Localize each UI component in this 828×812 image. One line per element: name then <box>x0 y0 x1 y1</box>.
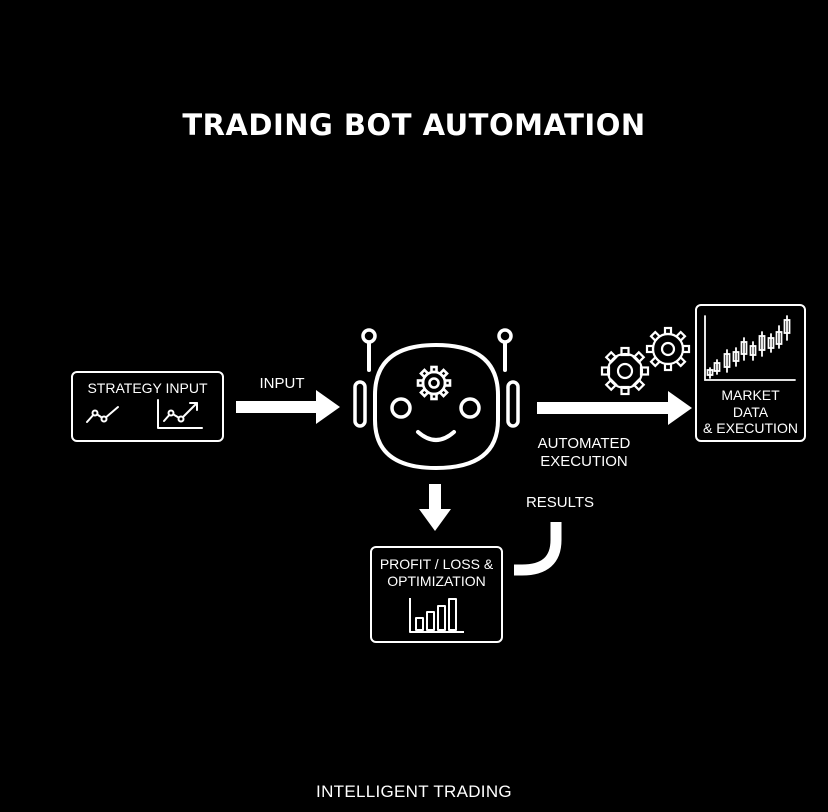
footer-caption: INTELLIGENT TRADING <box>316 782 512 801</box>
down-arrow <box>419 484 451 531</box>
robot-icon <box>353 328 520 471</box>
profit-loss-label-line1: PROFIT / LOSS & <box>379 556 494 572</box>
profit-loss-label-line2: OPTIMIZATION <box>387 573 486 589</box>
diagram-title: TRADING BOT AUTOMATION <box>182 108 646 142</box>
automated-execution-arrow <box>537 391 692 425</box>
results-connector <box>514 522 562 576</box>
candlestick-chart-icon <box>703 314 796 381</box>
input-arrow <box>236 390 340 424</box>
input-label: INPUT <box>259 375 305 392</box>
market-data-label-line3: & EXECUTION <box>703 420 798 436</box>
strategy-input-box: STRATEGY INPUT <box>71 371 224 442</box>
results-label: RESULTS <box>525 494 595 511</box>
market-data-box: MARKET DATA & EXECUTION <box>695 304 806 442</box>
automated-execution-label-line2: EXECUTION <box>540 453 628 470</box>
automated-execution-label-line1: AUTOMATED <box>537 435 631 452</box>
market-data-label-line1: MARKET <box>721 387 780 403</box>
strategy-input-label: STRATEGY INPUT <box>87 380 208 396</box>
gear-icon <box>600 326 691 396</box>
line-chart-icon <box>85 398 203 429</box>
bar-chart-icon <box>408 597 464 633</box>
market-data-label-line2: DATA <box>732 404 769 420</box>
profit-loss-box: PROFIT / LOSS & OPTIMIZATION <box>370 546 503 643</box>
